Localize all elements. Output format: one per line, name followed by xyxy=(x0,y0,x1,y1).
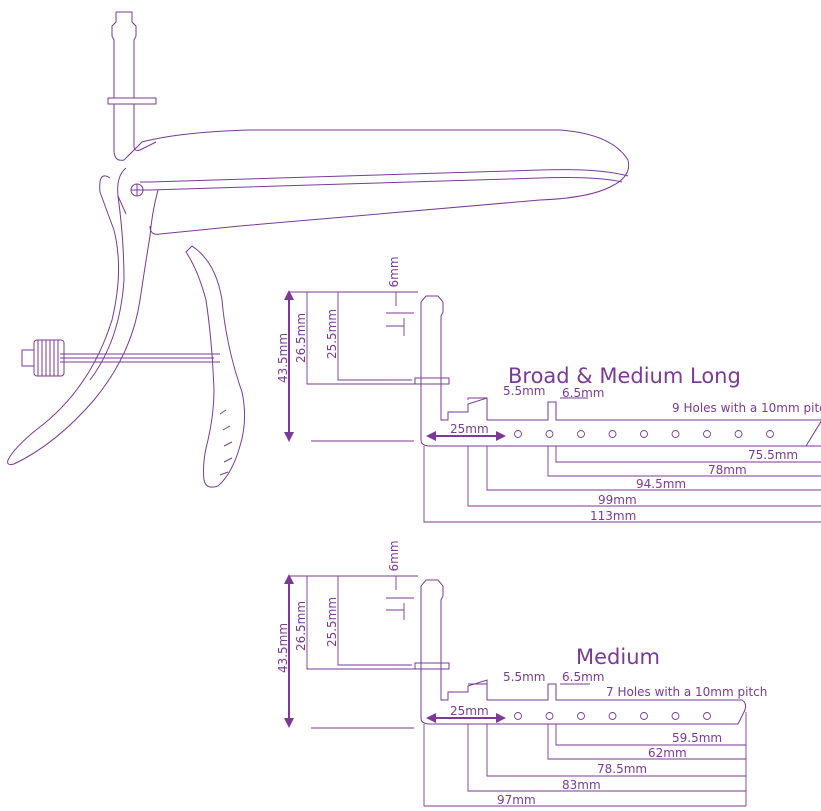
hole xyxy=(577,712,585,720)
hole xyxy=(514,712,522,720)
dim-length-4: 83mm xyxy=(562,778,601,792)
dim-length-4: 99mm xyxy=(598,493,637,507)
dim-length-5: 97mm xyxy=(497,793,536,807)
dim-height-total: 43.5mm xyxy=(276,623,290,673)
holes-note: 7 Holes with a 10mm pitch xyxy=(606,685,767,699)
title-medium: Medium xyxy=(576,645,660,669)
dim-length-5: 113mm xyxy=(590,509,636,523)
hole xyxy=(671,712,680,720)
dim-length-2: 78mm xyxy=(708,463,747,477)
dim-height-total: 43.5mm xyxy=(276,333,290,383)
hole xyxy=(640,430,648,438)
dim-height-b: 25.5mm xyxy=(325,597,339,647)
hole xyxy=(640,712,648,720)
dim-notch-b: 6.5mm xyxy=(562,670,604,684)
hole xyxy=(671,430,680,438)
hole xyxy=(703,430,711,438)
hole xyxy=(608,712,617,720)
hole xyxy=(514,430,522,438)
dim-tip: 6mm xyxy=(387,540,401,571)
dim-height-b: 25.5mm xyxy=(325,309,339,359)
hole xyxy=(577,430,585,438)
dim-length-3: 94.5mm xyxy=(636,477,686,491)
dim-length-3: 78.5mm xyxy=(597,762,647,776)
dim-tip: 6mm xyxy=(387,256,401,287)
hole-row xyxy=(514,712,711,720)
dim-height-a: 26.5mm xyxy=(294,601,308,651)
speculum-drawing xyxy=(7,11,630,488)
hole xyxy=(608,430,617,438)
dim-notch-a: 5.5mm xyxy=(503,670,545,684)
dim-length-1: 75.5mm xyxy=(748,448,798,462)
dim-offset: 25mm xyxy=(450,422,489,436)
schematic-medium xyxy=(284,574,747,807)
dim-length-2: 62mm xyxy=(648,746,687,760)
hole xyxy=(703,712,711,720)
dim-notch-a: 5.5mm xyxy=(503,384,545,398)
hole xyxy=(766,430,774,438)
dim-height-a: 26.5mm xyxy=(294,313,308,363)
hole xyxy=(545,712,554,720)
dim-length-1: 59.5mm xyxy=(672,731,722,745)
hole xyxy=(734,430,743,438)
dim-notch-b: 6.5mm xyxy=(562,386,604,400)
hole xyxy=(545,430,554,438)
hole-row xyxy=(514,430,774,438)
title-broad-medium-long: Broad & Medium Long xyxy=(508,364,741,388)
dim-offset: 25mm xyxy=(450,704,489,718)
holes-note: 9 Holes with a 10mm pitch xyxy=(672,401,821,415)
schematic-broad-medium-long xyxy=(284,290,821,523)
